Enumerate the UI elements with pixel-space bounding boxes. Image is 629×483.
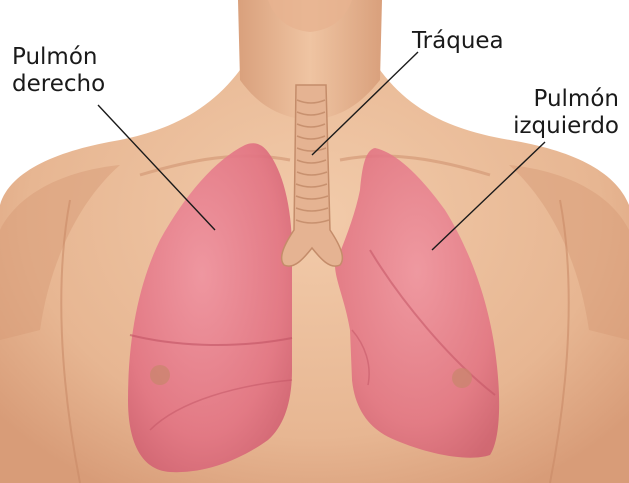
label-left-lung-line2: izquierdo <box>513 113 619 140</box>
label-left-lung: Pulmón izquierdo <box>513 86 619 140</box>
label-right-lung-line1: Pulmón <box>12 44 105 71</box>
label-right-lung: Pulmón derecho <box>12 44 105 98</box>
left-nipple <box>452 368 472 388</box>
right-nipple <box>150 365 170 385</box>
label-trachea-text: Tráquea <box>412 28 504 55</box>
label-trachea: Tráquea <box>412 28 504 55</box>
label-right-lung-line2: derecho <box>12 71 105 98</box>
label-left-lung-line1: Pulmón <box>513 86 619 113</box>
